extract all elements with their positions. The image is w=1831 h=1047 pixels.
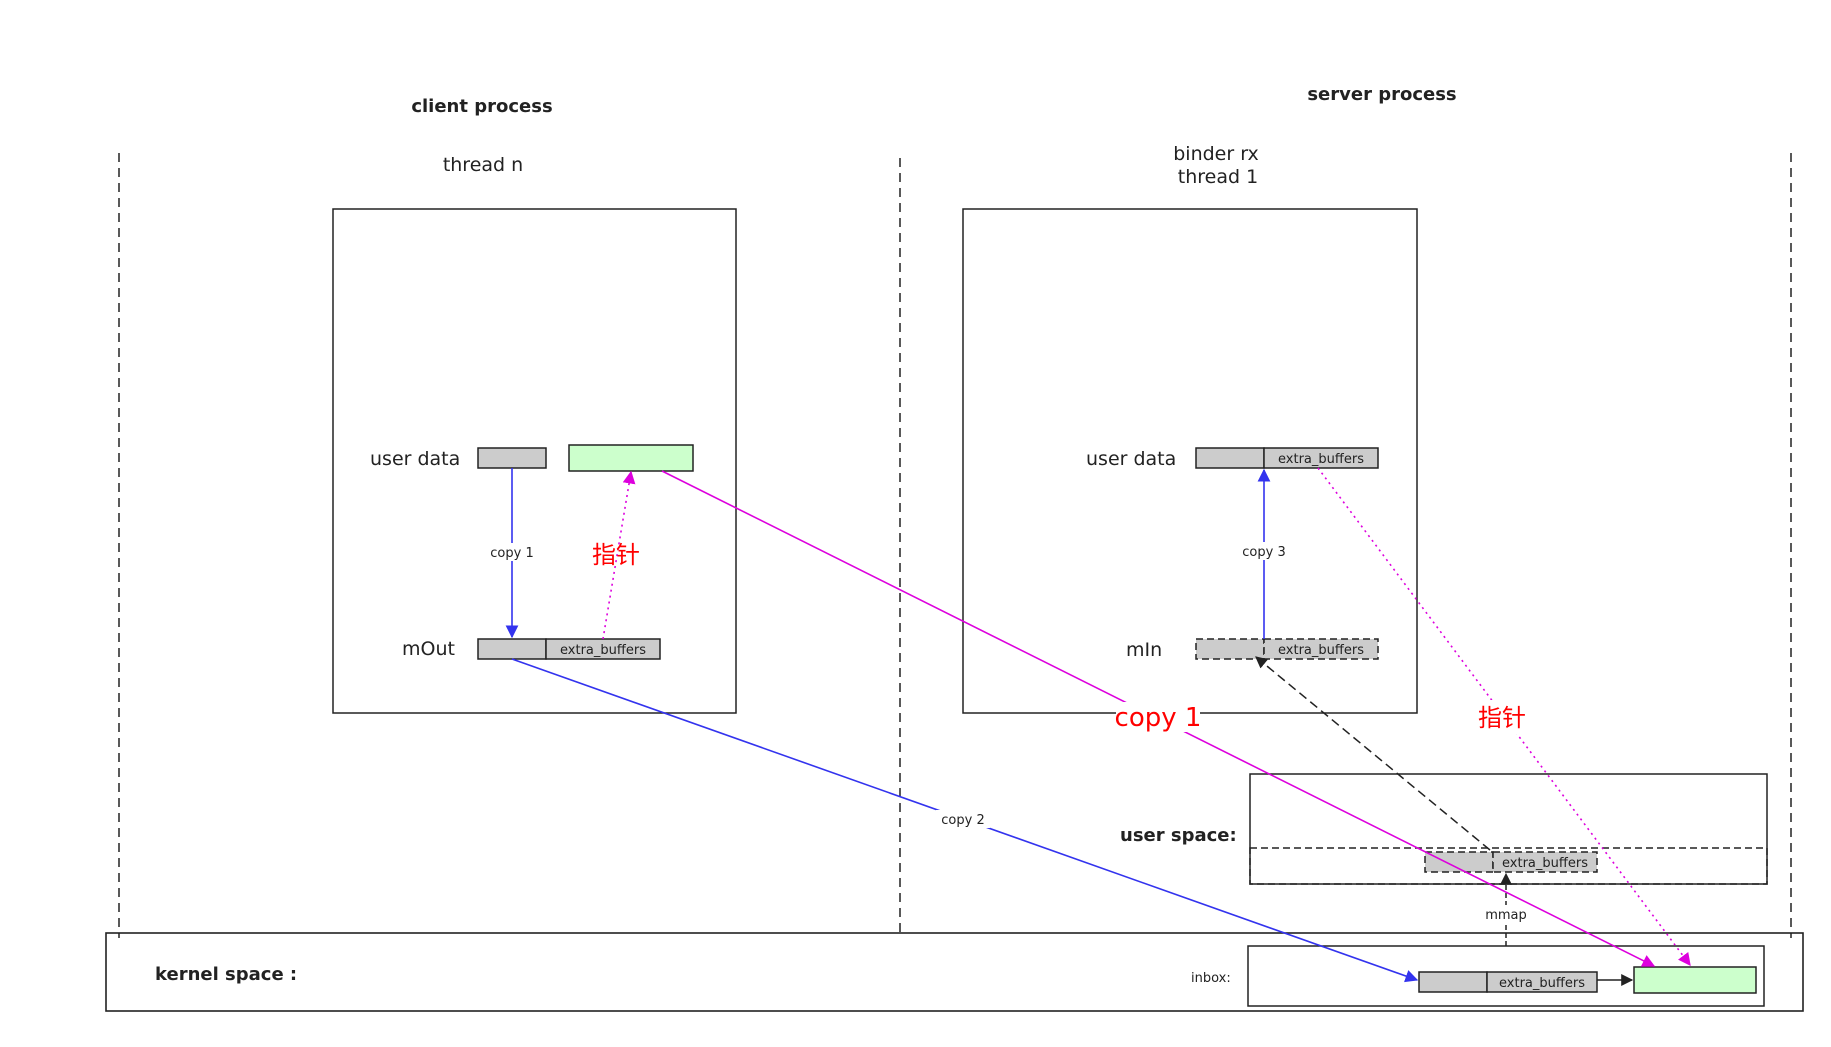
server-process-title: server process bbox=[1307, 84, 1456, 105]
kernel-extra-label: extra_buffers bbox=[1499, 976, 1585, 991]
copy2-label: copy 2 bbox=[941, 813, 984, 828]
client-user-data-green-buffer bbox=[568, 444, 694, 472]
user-space-label: user space: bbox=[1120, 825, 1237, 846]
client-thread-box bbox=[332, 208, 737, 714]
client-copy1-label: copy 1 bbox=[490, 546, 533, 561]
server-pointer-label: 指针 bbox=[1478, 704, 1526, 732]
kernel-space-label: kernel space : bbox=[155, 964, 297, 985]
server-user-data-buffer bbox=[1195, 447, 1265, 469]
kernel-green-buffer bbox=[1633, 966, 1757, 994]
copy1-big-label: copy 1 bbox=[1115, 703, 1202, 733]
server-min-buffer bbox=[1195, 638, 1265, 660]
server-pointer-arrow bbox=[1317, 467, 1691, 967]
server-min-extra-buffer bbox=[1263, 638, 1379, 660]
client-user-data-label: user data bbox=[370, 448, 460, 470]
user-space-extra-label: extra_buffers bbox=[1502, 856, 1588, 871]
kernel-inbox-label: inbox: bbox=[1191, 971, 1231, 986]
server-min-extra-label: extra_buffers bbox=[1278, 643, 1364, 658]
server-thread-title-line2: thread 1 bbox=[1178, 166, 1258, 188]
client-mout-buffer bbox=[477, 638, 547, 660]
user-space-to-min-arrow bbox=[1255, 656, 1491, 851]
kernel-space-box bbox=[105, 932, 1804, 1012]
server-thread-title-line1: binder rx bbox=[1173, 143, 1259, 165]
server-user-data-extra-label: extra_buffers bbox=[1278, 452, 1364, 467]
user-space-extra-buffer bbox=[1492, 851, 1598, 873]
kernel-extra-buffer bbox=[1486, 971, 1598, 993]
client-pointer-arrow bbox=[602, 470, 636, 640]
client-user-data-buffer bbox=[477, 447, 547, 469]
server-copy3-label: copy 3 bbox=[1242, 545, 1285, 560]
mmap-label: mmap bbox=[1485, 908, 1527, 923]
client-process-title: client process bbox=[411, 96, 552, 117]
server-min-label: mIn bbox=[1126, 639, 1162, 661]
client-mout-label: mOut bbox=[402, 638, 455, 660]
server-user-data-extra-buffer bbox=[1263, 447, 1379, 469]
kernel-buffer bbox=[1418, 971, 1488, 993]
client-thread-title: thread n bbox=[443, 154, 523, 176]
client-mout-extra-label: extra_buffers bbox=[560, 643, 646, 658]
client-pointer-label: 指针 bbox=[592, 541, 640, 569]
user-space-mmap-region bbox=[1249, 847, 1768, 885]
server-user-data-label: user data bbox=[1086, 448, 1176, 470]
